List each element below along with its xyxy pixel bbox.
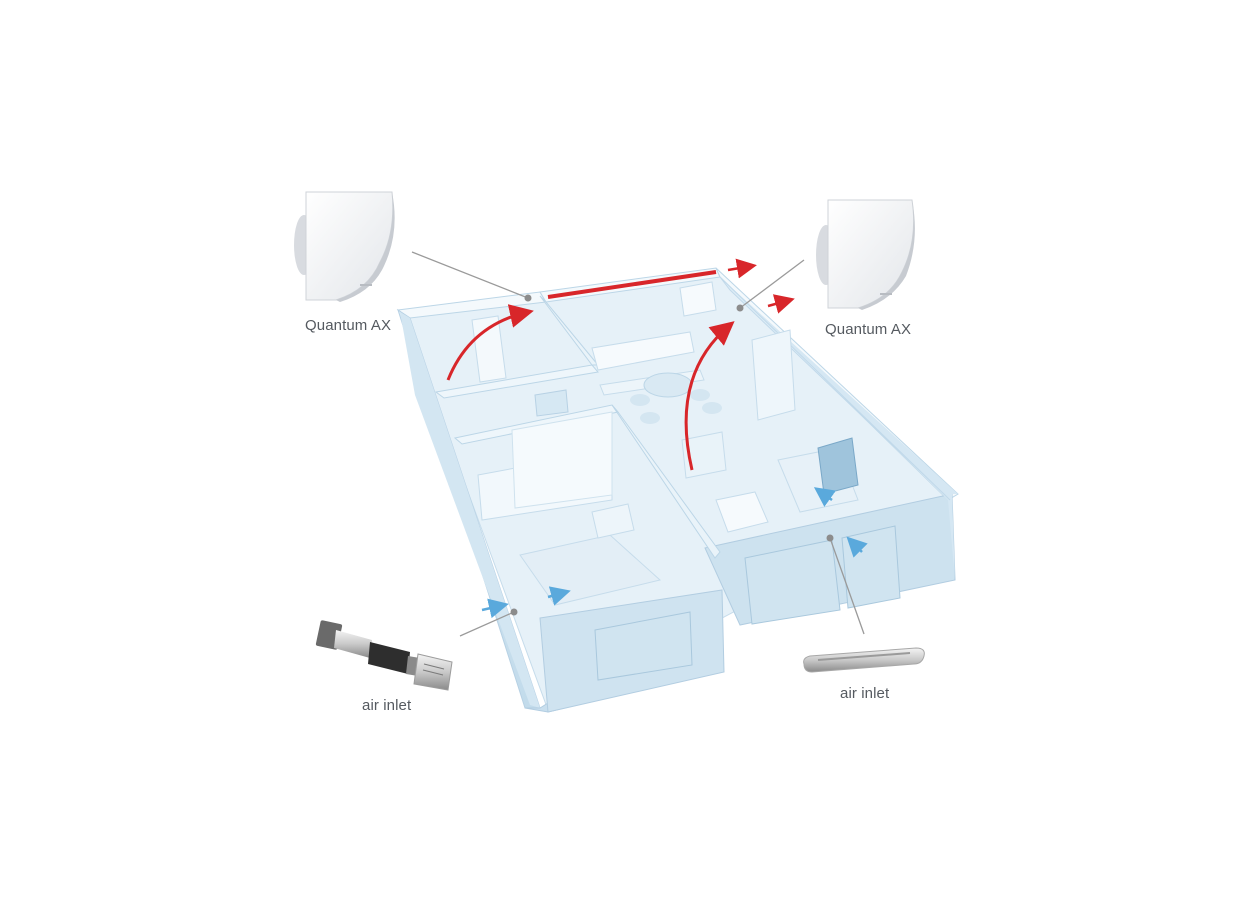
wall-air-inlet-icon: [315, 620, 453, 691]
air-inlet-label-left: air inlet: [362, 697, 412, 714]
air-inlet-label-right: air inlet: [840, 685, 890, 702]
supply-airflow: [481, 487, 868, 619]
exhaust-airflow: [446, 258, 795, 471]
extractor-fan-icon: [294, 191, 395, 302]
leader-dots: [510, 294, 834, 616]
extractor-fan-icon: [816, 199, 915, 310]
quantum-ax-label-right: Quantum AX: [825, 321, 912, 338]
leader-lines: [411, 251, 865, 637]
quantum-ax-label-left: Quantum AX: [305, 317, 392, 334]
window-trickle-vent-icon: [803, 647, 925, 673]
